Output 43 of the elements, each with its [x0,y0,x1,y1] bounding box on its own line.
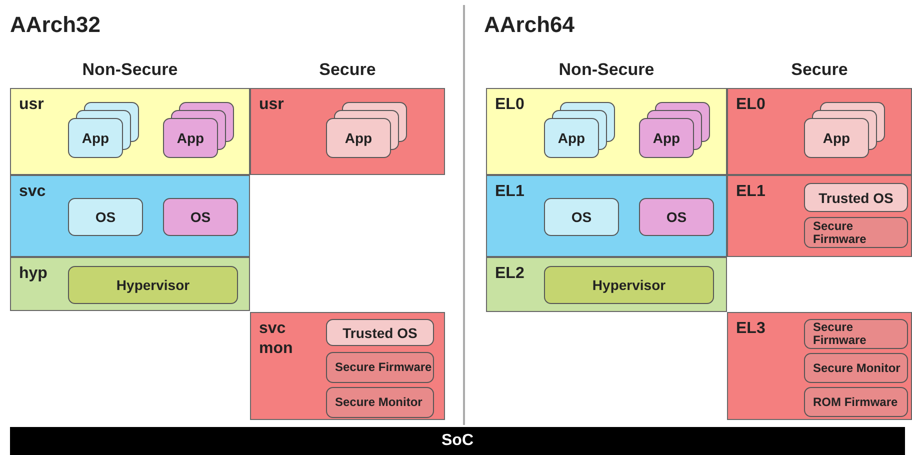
privilege-level-band [250,312,445,420]
software-box: Trusted OS [804,183,908,212]
software-box: Hypervisor [68,266,238,304]
panel-title: AArch32 [10,12,100,38]
software-box: OS [163,198,238,236]
column-header: Non-Secure [558,60,656,80]
level-label: EL0 [736,95,766,115]
privilege-level-band [486,88,727,175]
level-label: svc [19,182,47,202]
level-label: usr [259,95,285,115]
level-label: EL1 [495,182,526,202]
privilege-level-band [727,312,912,420]
privilege-level-band [486,257,727,312]
software-box: Secure Firmware [804,217,908,248]
panel-title: AArch64 [484,12,574,38]
level-label: hyp [19,264,48,284]
software-box: Secure Firmware [804,319,908,349]
column-header: Secure [318,60,377,80]
level-label: EL0 [495,95,526,115]
soc-bar: SoC [10,427,905,455]
software-box: Trusted OS [326,319,434,346]
software-box: ROM Firmware [804,387,908,417]
privilege-level-band [10,88,250,175]
software-box: Secure Firmware [326,352,434,383]
privilege-level-band [727,88,912,175]
privilege-level-band [10,257,250,311]
software-box: Hypervisor [544,266,714,304]
level-label: usr [19,95,45,115]
privilege-level-band [486,175,727,257]
software-box: OS [544,198,619,236]
privilege-level-band [250,88,445,175]
level-label: EL2 [495,264,526,284]
software-box: Secure Monitor [804,353,908,383]
software-box: OS [68,198,143,236]
column-header: Non-Secure [81,60,179,80]
software-box: OS [639,198,714,236]
level-label: svc mon [259,319,294,359]
level-label: EL3 [736,319,766,339]
privilege-level-band [727,175,912,257]
software-box: Secure Monitor [326,387,434,418]
level-label: EL1 [736,182,766,202]
column-header: Secure [790,60,849,80]
privilege-level-band [10,175,250,257]
